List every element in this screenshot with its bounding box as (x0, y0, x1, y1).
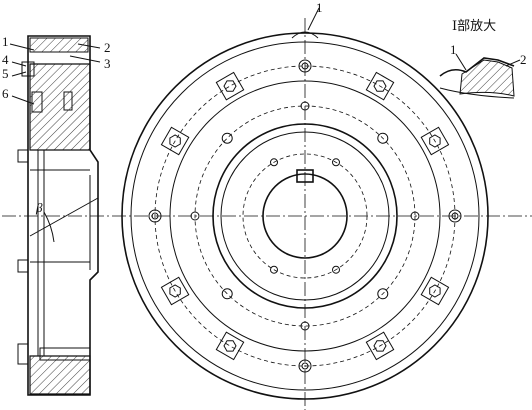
pin-hole (300, 321, 310, 331)
callout-1: 1 (2, 34, 9, 49)
pin-hole (377, 132, 389, 144)
hub-screw (332, 265, 340, 274)
detail-title: Ⅰ部放大 (452, 18, 496, 33)
keyway (296, 169, 314, 183)
detail-view: Ⅰ部放大 1 2 (439, 18, 527, 99)
notch (291, 31, 319, 39)
pin-circle (194, 105, 416, 327)
pin-hole (300, 101, 310, 111)
leader-line (455, 53, 467, 71)
bottom-bolt (39, 347, 91, 361)
rim-hole (298, 59, 312, 73)
callout-2: 2 (104, 40, 111, 55)
bolt-head (63, 91, 73, 111)
outer-rim (121, 32, 489, 400)
hub-step (220, 131, 390, 301)
rim-hole (448, 209, 462, 223)
square-bolt (365, 331, 395, 361)
rim-inner (130, 41, 480, 391)
detail-label-2: 2 (520, 52, 527, 67)
rim-hole-inner (301, 362, 309, 370)
callout-4: 4 (2, 52, 9, 67)
hub-screw (270, 265, 278, 274)
leader-line (11, 61, 27, 67)
callout-5: 5 (2, 66, 9, 81)
square-bolt (365, 71, 395, 101)
top-rim-section (29, 37, 89, 53)
hub-screw (270, 158, 278, 167)
rim-hole-inner (151, 212, 159, 220)
side-bolt (17, 343, 29, 365)
side-bolt (17, 259, 29, 273)
leader-line (11, 95, 35, 105)
upper-hatched-section (29, 63, 91, 151)
detail-label-1: 1 (450, 42, 457, 57)
square-bolt (215, 331, 245, 361)
pin-hole (410, 211, 420, 221)
pin-hole (221, 288, 233, 300)
bolt-marks (148, 59, 462, 373)
side-bolt (17, 149, 29, 163)
leader-line (69, 55, 101, 63)
callout-6: 6 (2, 86, 9, 101)
rim-hole-inner (301, 62, 309, 70)
angle-line (29, 197, 99, 237)
square-bolt (420, 276, 450, 306)
section-view: β 1 4 5 6 2 3 (2, 34, 532, 396)
square-bolt (215, 71, 245, 101)
bolt-head (31, 91, 43, 113)
leader-line (307, 7, 320, 31)
pin-hole (377, 288, 389, 300)
front-view: 1 (121, 0, 489, 410)
detail-profile (439, 57, 515, 77)
square-bolt (160, 126, 190, 156)
angle-symbol: β (35, 200, 43, 215)
hub-outer (212, 123, 398, 309)
pin-hole (190, 211, 200, 221)
hub-bolt-circle (242, 153, 368, 279)
leader-line (77, 43, 101, 49)
bolt-circle (154, 65, 456, 367)
hub-screw (332, 158, 340, 167)
square-bolt (420, 126, 450, 156)
rim-hole-inner (451, 212, 459, 220)
angle-arc (43, 211, 55, 243)
bolt-head (21, 61, 35, 77)
detail-hatch (459, 59, 515, 97)
leader-line (505, 59, 521, 67)
callout-3: 3 (104, 56, 111, 71)
leader-line (9, 43, 35, 51)
rim-hole (298, 359, 312, 373)
inner-ring (169, 80, 441, 352)
square-bolt (160, 276, 190, 306)
pin-hole (221, 132, 233, 144)
detail-arc (439, 87, 515, 99)
bore (262, 173, 348, 259)
callout-top-1: 1 (316, 0, 323, 15)
rim-hole (148, 209, 162, 223)
lower-hatched-section (29, 355, 91, 395)
leader-line (11, 71, 27, 77)
